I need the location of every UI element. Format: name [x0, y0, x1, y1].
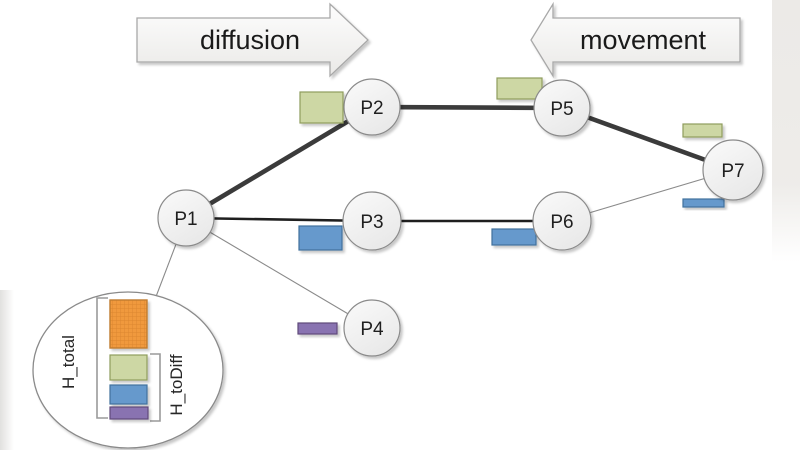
node-p5: P5 [533, 79, 591, 137]
h-bar-p4-purple [297, 322, 338, 335]
diffusion-arrow: diffusion [136, 2, 369, 78]
page-edge-shade-right [772, 0, 800, 262]
edge-p1-p3 [185, 216, 373, 223]
h-total-bracket [96, 297, 108, 419]
movement-arrow: movement [530, 1, 741, 79]
node-p7: P7 [702, 139, 764, 201]
left-arrow-icon [530, 1, 741, 79]
h-bar-p7-green [682, 123, 723, 138]
edge-p1-p4 [185, 217, 373, 329]
node-label: P3 [360, 212, 383, 233]
diffusion-label: diffusion [200, 25, 300, 55]
node-circle [343, 78, 401, 136]
legend-swatch-orange [109, 299, 148, 349]
node-label: P4 [360, 319, 384, 340]
node-p1: P1 [157, 189, 215, 247]
h-total-label: H_total [59, 335, 78, 389]
node-circle [343, 299, 401, 357]
node-p3: P3 [342, 191, 402, 251]
edge-p1-p2 [184, 105, 374, 220]
node-label: P1 [174, 209, 197, 230]
legend-swatch-green [109, 354, 148, 381]
node-label: P2 [360, 98, 383, 119]
node-circle [157, 189, 215, 247]
h-bar-p5-green [496, 77, 543, 100]
legend-swatch-purple [109, 406, 149, 420]
node-label: P7 [721, 161, 744, 182]
right-arrow-icon [136, 2, 369, 78]
node-p4: P4 [343, 299, 401, 357]
page-edge-shade-left [0, 290, 14, 450]
h-bar-p3-blue [298, 225, 343, 251]
node-circle [532, 191, 592, 251]
h-todiff-label: H_toDiff [167, 354, 186, 415]
h-bar-p2-green [299, 91, 344, 124]
node-label: P5 [550, 99, 573, 120]
h-bar-p7-blue [682, 198, 725, 208]
edge-p2-p5 [371, 104, 563, 111]
legend-swatch-blue [109, 384, 148, 405]
movement-label: movement [580, 25, 707, 55]
node-p2: P2 [343, 78, 401, 136]
h-bar-p6-blue [491, 228, 537, 246]
node-circle [342, 191, 402, 251]
node-label: P6 [550, 212, 573, 233]
legend-callout: H_total H_toDiff [32, 291, 224, 449]
node-p6: P6 [532, 191, 592, 251]
h-todiff-bracket [150, 353, 161, 422]
node-circle [702, 139, 764, 201]
node-circle [533, 79, 591, 137]
